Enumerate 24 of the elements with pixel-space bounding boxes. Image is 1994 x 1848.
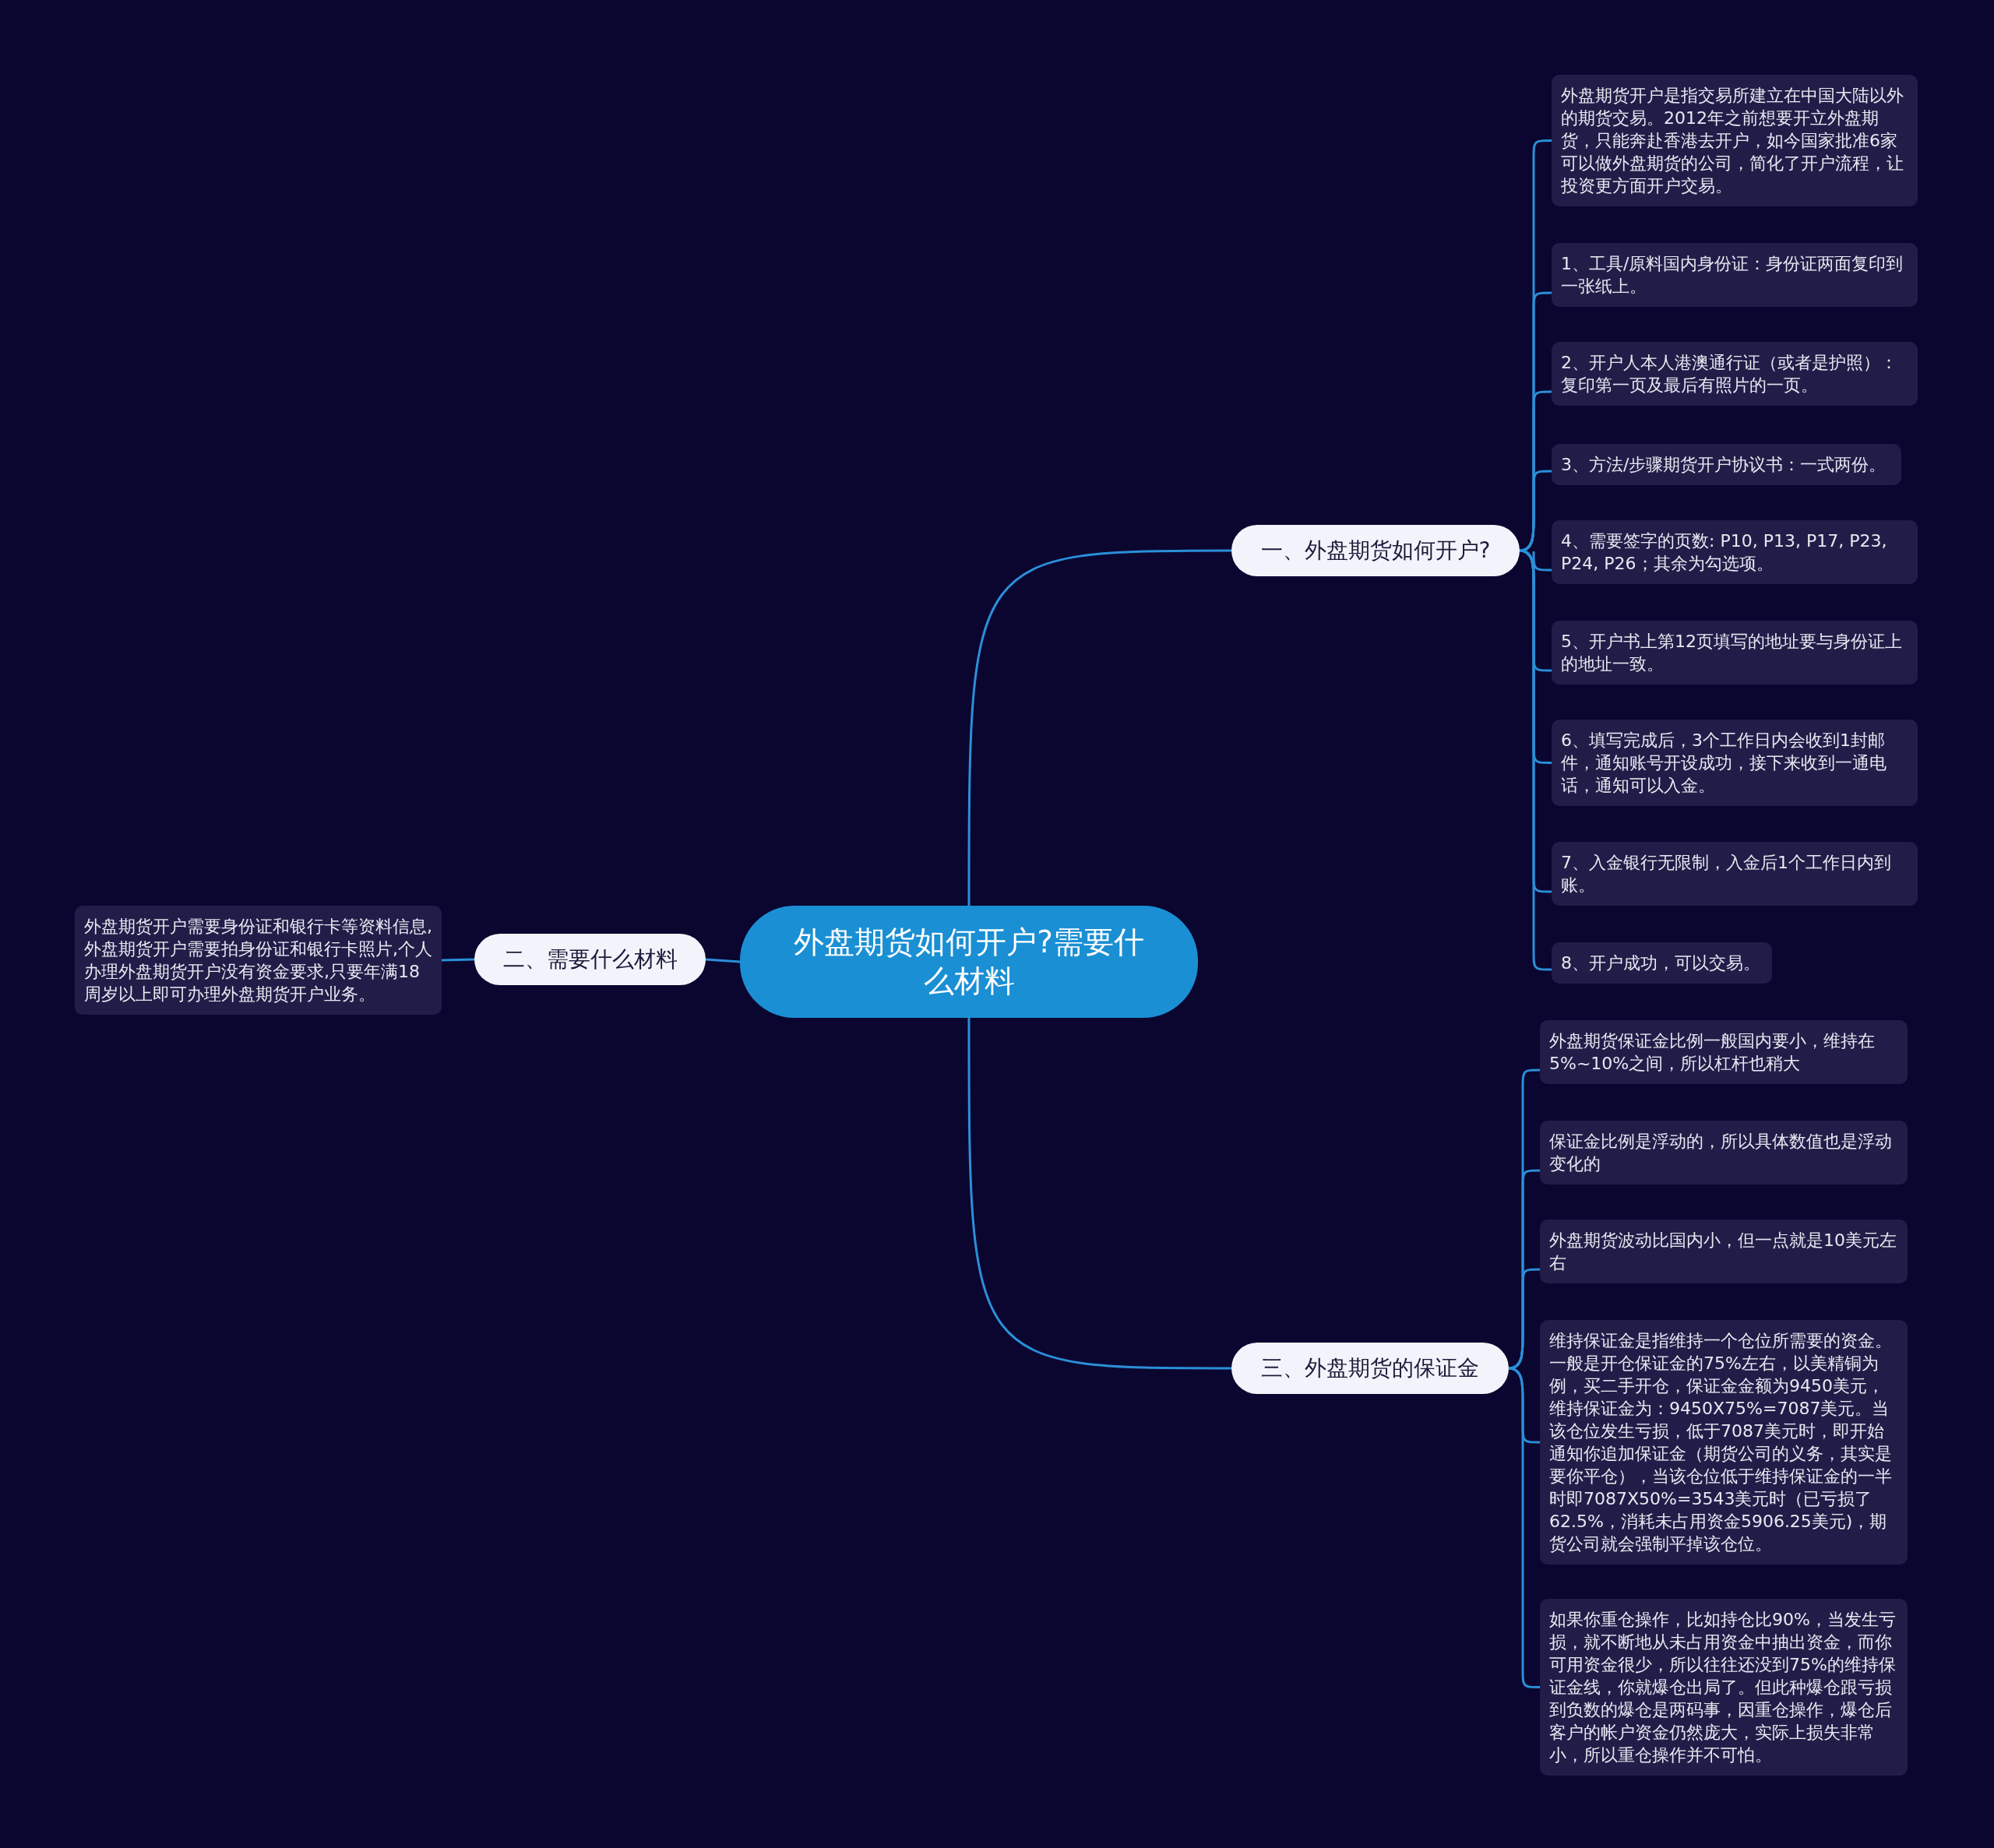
connector-line	[1508, 1367, 1540, 1688]
note-box: 外盘期货保证金比例一般国内要小，维持在5%~10%之间，所以杠杆也稍大	[1540, 1020, 1908, 1084]
note-box: 5、开户书上第12页填写的地址要与身份证上的地址一致。	[1552, 621, 1918, 685]
note-box: 外盘期货波动比国内小，但一点就是10美元左右	[1540, 1220, 1908, 1283]
note-box: 外盘期货开户是指交易所建立在中国大陆以外的期货交易。2012年之前想要开立外盘期货，只能奔赴香港去开户，如今国家批准6家可以做外盘期货的公司，简化了开户流程，让投资更方面开户交易。	[1552, 75, 1918, 206]
branch-topic-box: 二、需要什么材料	[474, 934, 706, 985]
connector-line	[441, 958, 475, 962]
note-box: 6、填写完成后，3个工作日内会收到1封邮件，通知账号开设成功，接下来收到一通电话，通知可以入金。	[1552, 720, 1918, 806]
note-box: 4、需要签字的页数: P10, P13, P17, P23, P24, P26；其余为勾选项。	[1552, 520, 1918, 584]
note-box: 3、方法/步骤期货开户协议书：一式两份。	[1552, 444, 1901, 485]
note-box: 7、入金银行无限制，入金后1个工作日内到账。	[1552, 842, 1918, 906]
note-box: 保证金比例是浮动的，所以具体数值也是浮动变化的	[1540, 1121, 1908, 1184]
note-box: 如果你重仓操作，比如持仓比90%，当发生亏损，就不断地从未占用资金中抽出资金，而你可用资金很少，所以往往还没到75%的维持保证金线，你就爆仓出局了。但此种爆仓跟亏损到负数的爆仓是两码事，因重仓操作，爆仓后客户的帐户资金仍然庞大，实际上损失非常小，所以重仓操作并不可怕。	[1540, 1599, 1908, 1776]
connector-line	[967, 1018, 1231, 1370]
note-box: 维持保证金是指维持一个仓位所需要的资金。一般是开仓保证金的75%左右，以美精铜为例，买二手开仓，保证金金额为9450美元，维持保证金为：9450X75%=7087美元。当该仓位发生亏损，低于7087美元时，即开始通知你追加保证金（期货公司的义务，其实是要你平仓），当该仓位低于维持保证金的一半时即7087X50%=3543美元时（已亏损了62.5%，消耗未占用资金5906.25美元)，期货公司就会强制平掉该仓位。	[1540, 1320, 1908, 1565]
note-box: 8、开户成功，可以交易。	[1552, 942, 1772, 984]
note-box: 2、开户人本人港澳通行证（或者是护照）：复印第一页及最后有照片的一页。	[1552, 342, 1918, 406]
connector-line	[967, 549, 1231, 906]
branch-topic-box: 一、外盘期货如何开户?	[1231, 525, 1520, 576]
branch-topic-box: 三、外盘期货的保证金	[1231, 1343, 1509, 1394]
note-box: 1、工具/原料国内身份证：身份证两面复印到一张纸上。	[1552, 243, 1918, 307]
connector-line	[705, 958, 741, 963]
central-topic-box: 外盘期货如何开户?需要什么材料	[740, 906, 1198, 1018]
note-box: 外盘期货开户需要身份证和银行卡等资料信息,外盘期货开户需要拍身份证和银行卡照片,个人办理外盘期货开户没有资金要求,只要年满18周岁以上即可办理外盘期货开户业务。	[75, 906, 442, 1015]
